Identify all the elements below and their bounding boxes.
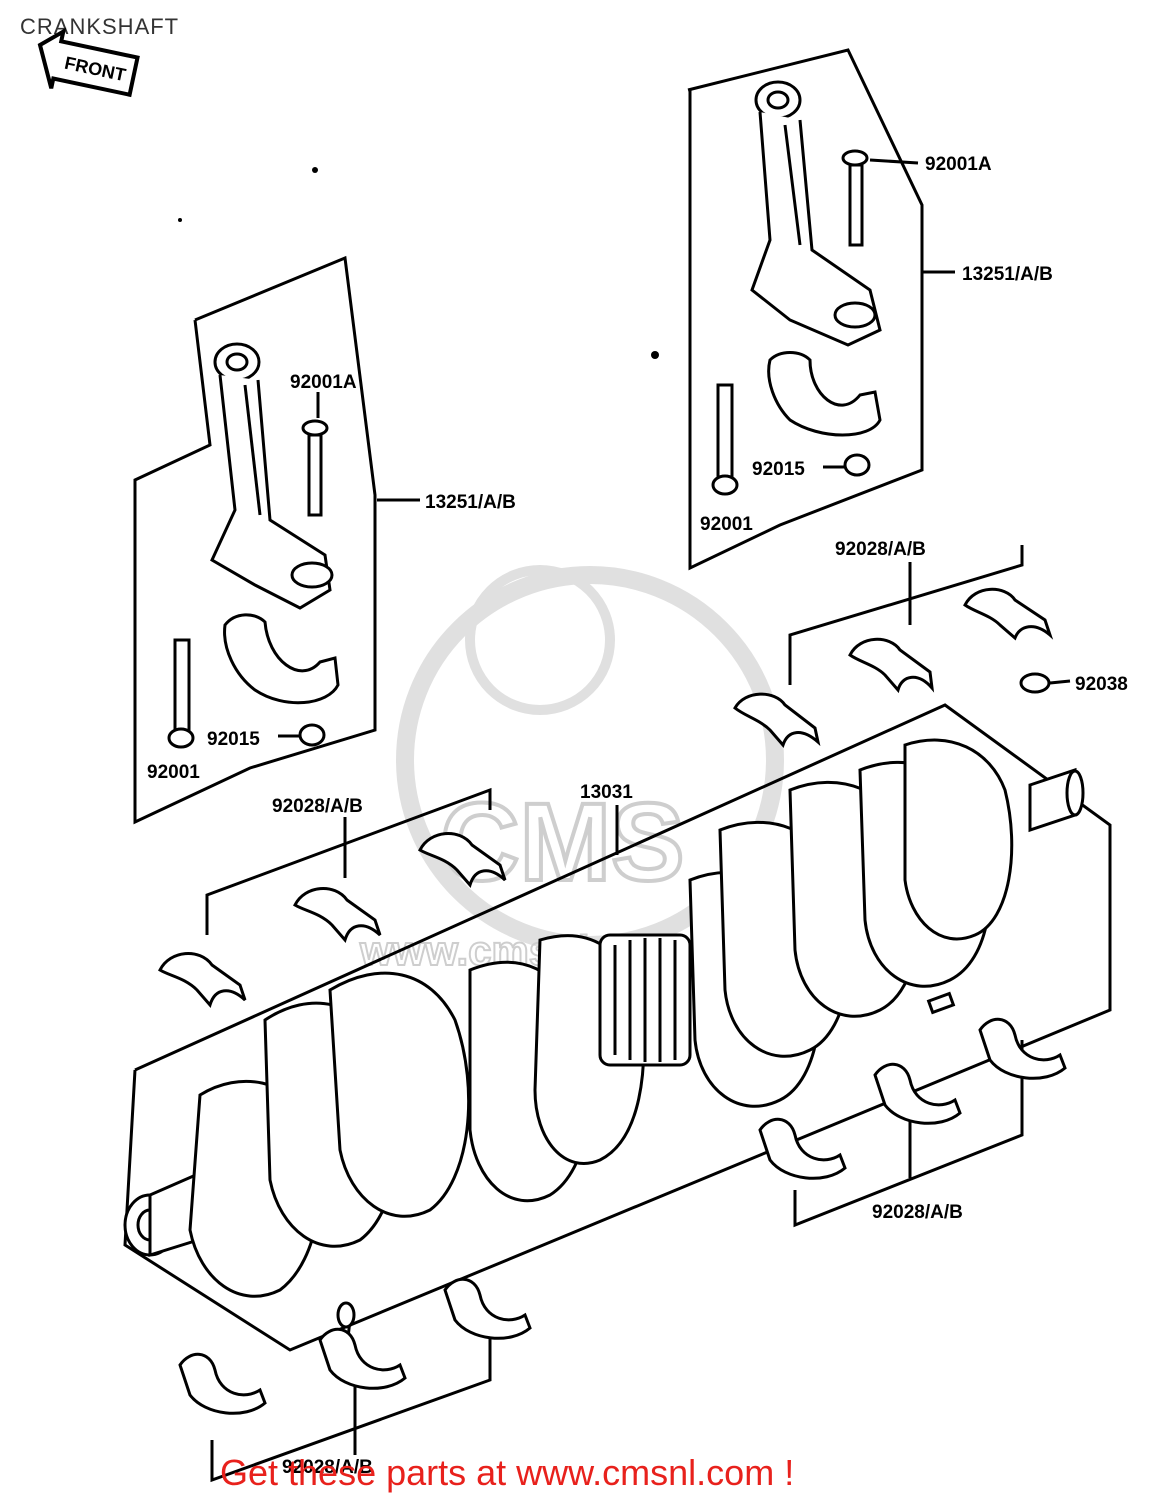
bearing-shell-icon <box>848 637 935 694</box>
watermark-logo-text: CMS <box>440 781 684 904</box>
label-left-bolt-a: 92001A <box>290 372 357 393</box>
upper-rod-cap-icon <box>767 351 882 437</box>
left-rod-group <box>133 255 420 825</box>
label-upper-rod: 13251/A/B <box>962 264 1053 285</box>
bearing-shell-icon <box>733 692 821 748</box>
bottom-bearing-group <box>178 1277 532 1483</box>
upper-group-outline <box>687 48 924 571</box>
oil-plug-icon <box>926 991 956 1015</box>
upper-nut-icon <box>843 453 871 477</box>
left-connecting-rod-icon <box>210 342 334 610</box>
label-crankshaft: 13031 <box>580 782 633 803</box>
left-bearing-group <box>158 787 507 1009</box>
footer-promo-link[interactable]: Get these parts at www.cmsnl.com ! <box>220 1452 795 1493</box>
label-left-nut: 92015 <box>207 729 260 750</box>
bearing-shell-icon <box>873 1062 962 1125</box>
front-arrow-icon: FRONT <box>37 27 140 98</box>
bearing-shell-icon <box>318 1327 407 1390</box>
right-bearing-group <box>758 1017 1067 1228</box>
bearing-shell-icon <box>418 832 507 889</box>
label-left-bearings: 92028/A/B <box>272 796 363 817</box>
left-group-outline <box>133 255 377 825</box>
label-key: 92038 <box>1075 674 1128 695</box>
label-upper-bolt: 92001 <box>700 514 753 535</box>
upper-bolt-a-icon <box>841 149 869 247</box>
crankshaft-outline <box>123 703 1112 1352</box>
left-nut-icon <box>298 723 326 747</box>
left-rod-cap-icon <box>223 613 340 705</box>
upper-connecting-rod-icon <box>750 80 882 347</box>
scan-dots <box>178 167 659 359</box>
label-bottom-bearings: 92028/A/B <box>282 1457 373 1478</box>
bottom-key-icon <box>336 1301 356 1329</box>
bearing-shell-icon <box>758 1117 847 1180</box>
left-bolt-icon <box>167 638 195 749</box>
crankshaft-icon <box>123 738 1085 1298</box>
upper-bolt-icon <box>711 383 739 496</box>
bearing-shell-icon <box>158 952 247 1009</box>
label-upper-bolt-a: 92001A <box>925 154 992 175</box>
label-upper-nut: 92015 <box>752 459 805 480</box>
bearing-shell-icon <box>443 1277 532 1340</box>
crankshaft-group <box>123 703 1112 1352</box>
label-left-rod: 13251/A/B <box>425 492 516 513</box>
bearing-shell-icon <box>978 1017 1067 1080</box>
upper-rod-group <box>687 48 955 571</box>
label-right-bearings: 92028/A/B <box>872 1202 963 1223</box>
bearing-shell-icon <box>963 587 1054 641</box>
left-bolt-a-icon <box>301 419 329 517</box>
key-icon <box>1019 672 1051 694</box>
upper-bearing-group <box>733 545 1071 748</box>
page-title: CRANKSHAFT <box>20 14 180 39</box>
bearing-shell-icon <box>178 1352 267 1415</box>
label-upper-bearings: 92028/A/B <box>835 539 926 560</box>
bearing-shell-icon <box>293 887 382 944</box>
label-left-bolt: 92001 <box>147 762 200 783</box>
